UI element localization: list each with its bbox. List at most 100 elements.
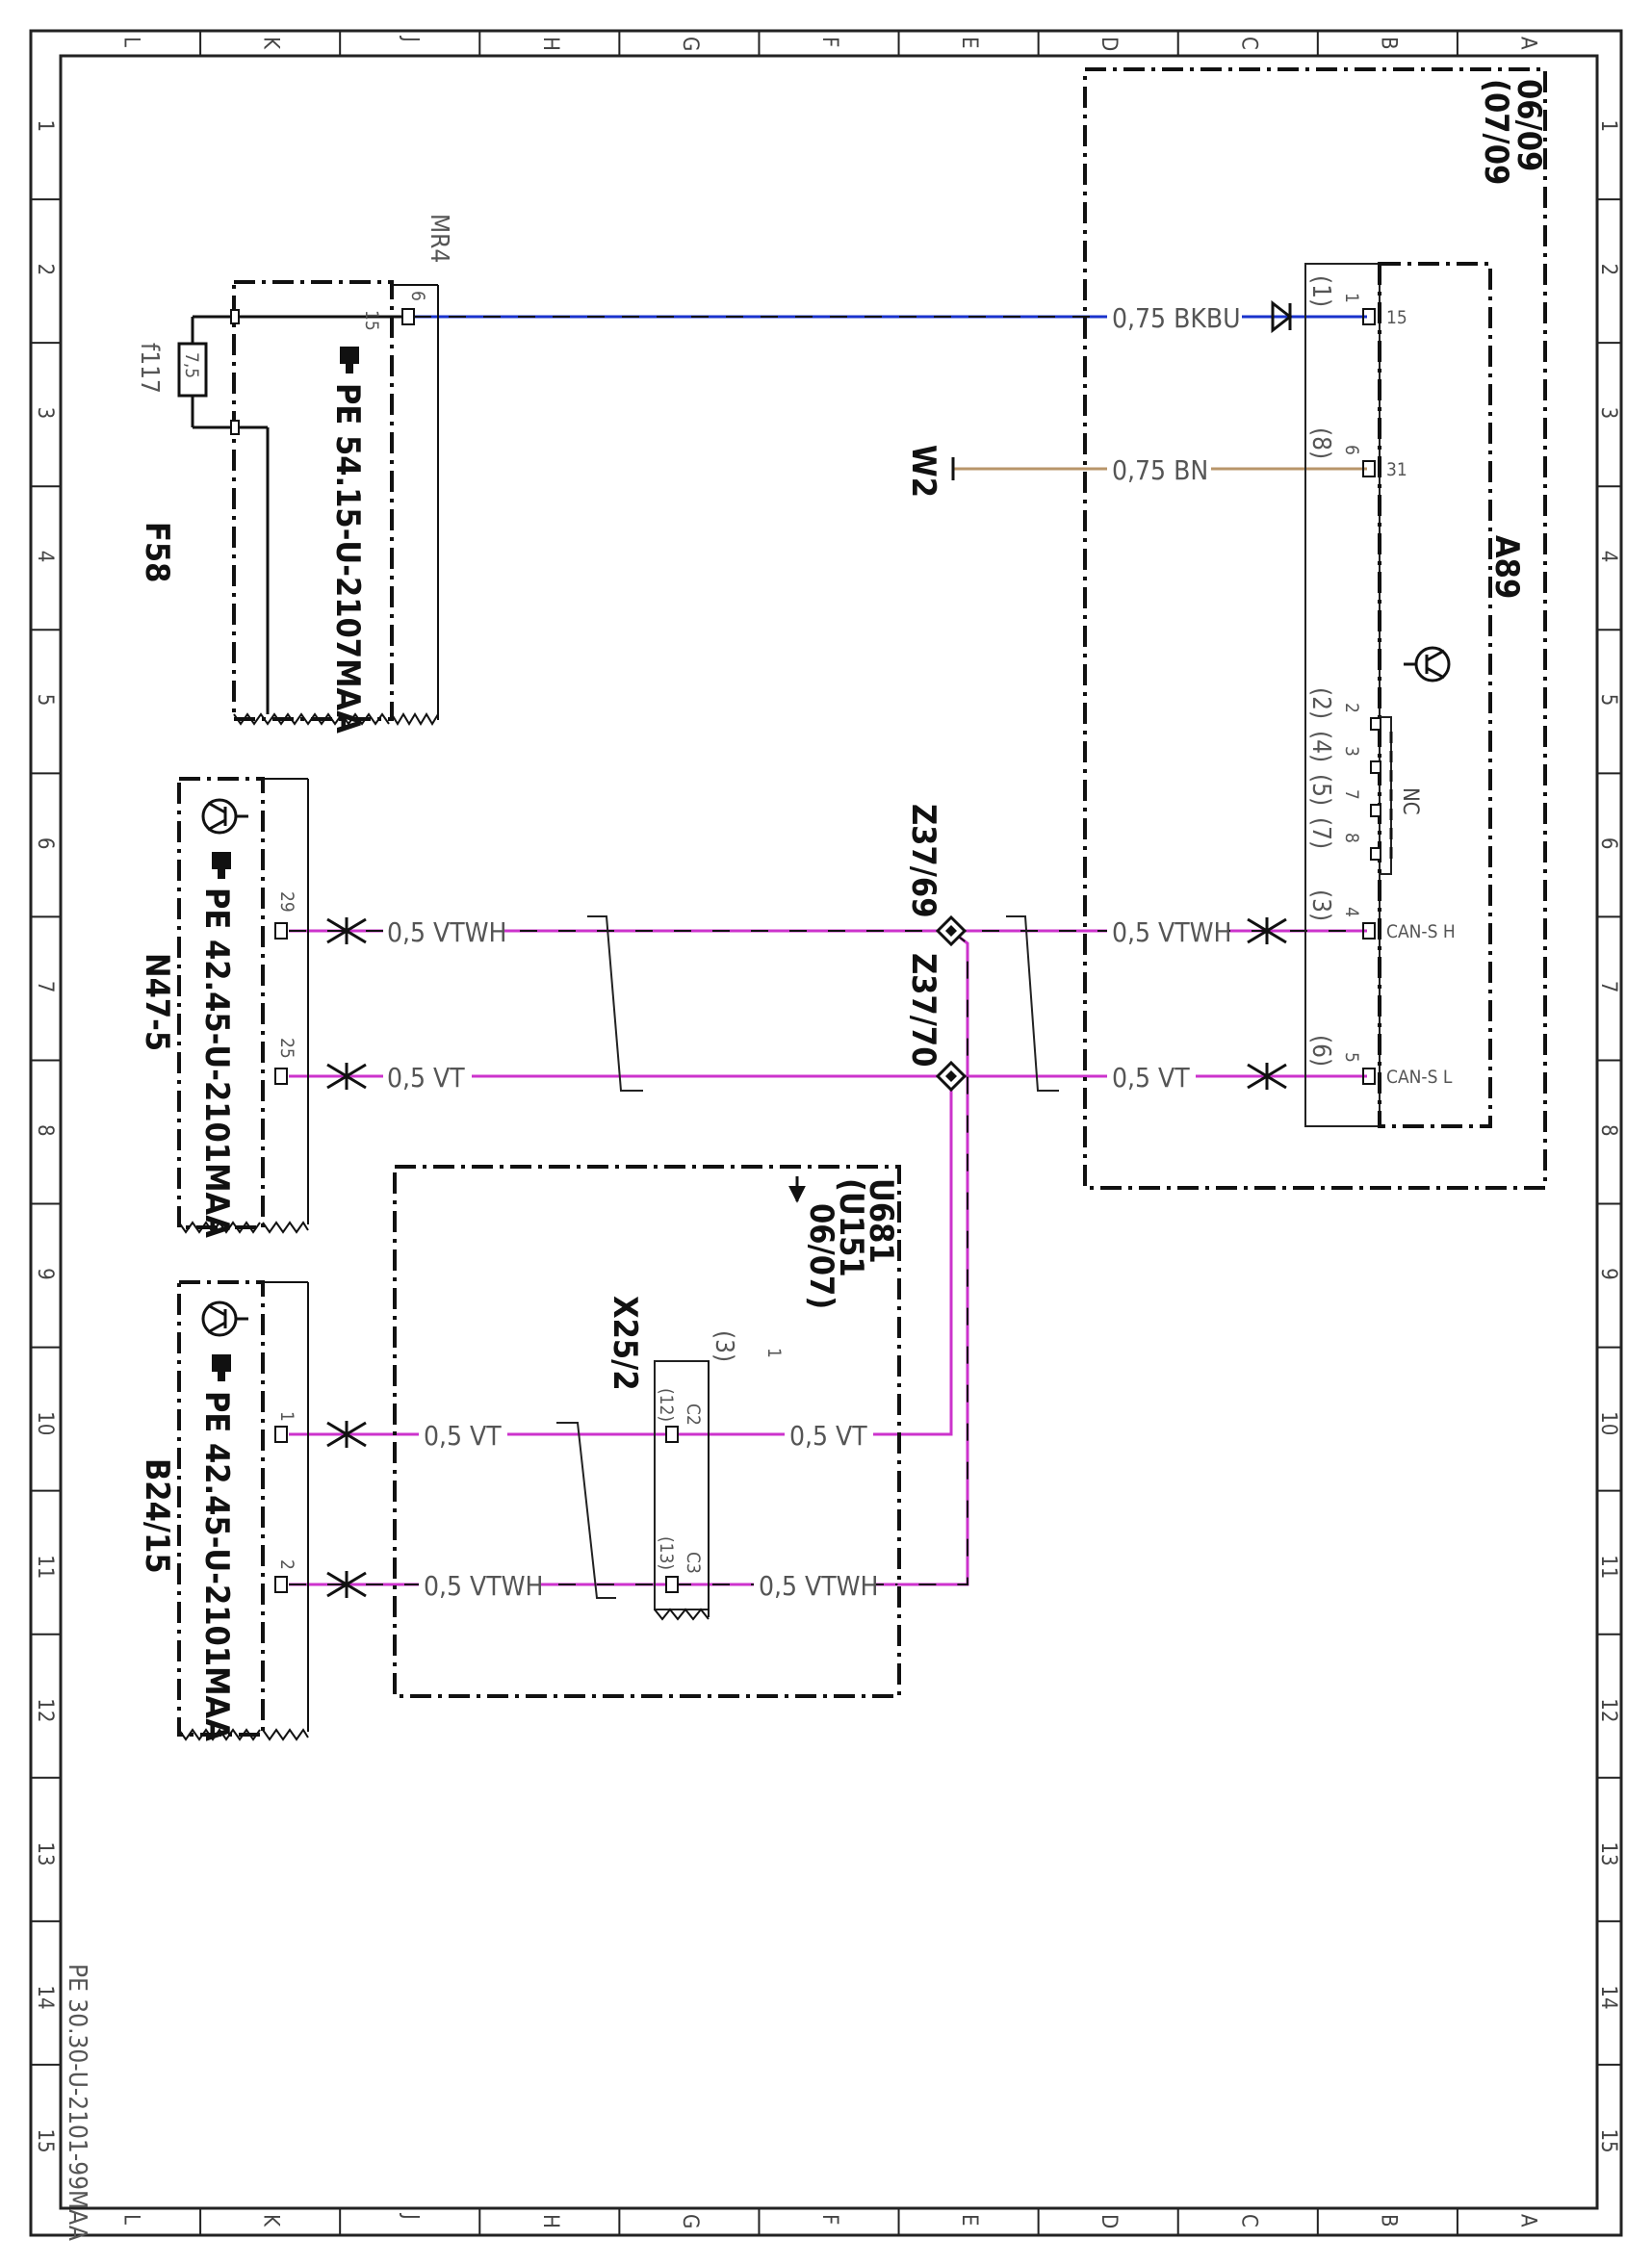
a89-num-6: 6 — [1341, 445, 1362, 455]
z37-70-name: Z37/70 — [904, 953, 942, 1068]
a89-nc-pin-number: 8 — [1341, 833, 1362, 843]
a89-nc-terminal — [1370, 760, 1381, 774]
u681-name: U681 — [862, 1178, 900, 1264]
grid-number-right: 2 — [1596, 264, 1620, 276]
grid-number-left: 10 — [33, 1411, 57, 1435]
a89-nc-pin-number: 7 — [1341, 789, 1362, 800]
a89-paren-6: (6) — [1306, 1035, 1335, 1067]
wire-label-a89-vtwh: 0,5 VTWH — [1112, 916, 1232, 948]
a89-num-1: 1 — [1341, 293, 1362, 303]
splice-z37-69: Z37/69 — [904, 804, 968, 947]
wire-label-b24-vt: 0,5 VT — [424, 1420, 502, 1452]
component-f58: 7,5 f117 F58 15 6 MR4 PE 54.15-U-2107MAA — [135, 214, 453, 734]
n47-pe-ref: PE 42.45-U-2101MAA — [197, 888, 236, 1238]
a89-nc-pin-paren: (4) — [1306, 731, 1335, 762]
a89-nc-pin-paren: (7) — [1306, 817, 1335, 849]
a89-nc-label: NC — [1398, 787, 1422, 815]
fuse-icon — [177, 342, 208, 398]
grid-letter-bottom: G — [678, 2214, 702, 2228]
u681-validity: 06/07) — [802, 1203, 840, 1309]
a89-name: A89 — [1487, 535, 1526, 599]
a89-plug-symbols — [1247, 299, 1293, 1090]
fuse-name: f117 — [135, 343, 164, 394]
a89-outer-boundary — [1083, 67, 1547, 1190]
grid-number-left: 2 — [33, 264, 57, 276]
grid-number-left: 9 — [33, 1268, 57, 1280]
a89-pin-can-l: CAN-S L — [1386, 1067, 1453, 1088]
a89-paren-8: (8) — [1306, 427, 1335, 459]
grid-letter-top: F — [817, 37, 841, 47]
a89-nc-pin-number: 3 — [1341, 746, 1362, 757]
pointing-hand-icon — [212, 852, 231, 879]
a89-terminals — [1362, 308, 1376, 1085]
wire-label-bn: 0,75 BN — [1112, 454, 1208, 486]
grid-letter-bottom: C — [1236, 2214, 1260, 2227]
a89-validity-1: 06/09 — [1510, 79, 1548, 171]
x25-name: X25/2 — [606, 1296, 644, 1391]
f58-boundary — [232, 280, 394, 721]
f58-name: F58 — [138, 522, 176, 582]
f58-pin-15: 15 — [361, 310, 382, 331]
grid-number-left: 6 — [33, 837, 57, 850]
pointing-hand-icon — [340, 347, 359, 373]
grid-number-right: 5 — [1596, 694, 1620, 707]
pointing-hand-icon — [212, 1354, 231, 1381]
x25-c3: C3 — [683, 1552, 704, 1574]
grid-letter-bottom: K — [259, 2214, 283, 2227]
grid-letter-bottom: B — [1376, 2214, 1400, 2227]
f58-conn-name: MR4 — [425, 214, 453, 263]
grid-number-right: 12 — [1596, 1698, 1620, 1722]
grid-letter-top: C — [1236, 37, 1260, 50]
a89-paren-3: (3) — [1306, 889, 1335, 921]
grid-number-right: 9 — [1596, 1268, 1620, 1280]
a89-nc-pin-paren: (5) — [1306, 774, 1335, 806]
a89-nc-pins: 2(2)3(4)7(5)8(7) — [1306, 687, 1381, 861]
grid-letter-bottom: J — [399, 2212, 423, 2220]
x25-pin-1: 1 — [763, 1348, 785, 1358]
wire-label-b24-vtwh: 0,5 VTWH — [424, 1570, 544, 1602]
grid-letter-bottom: D — [1097, 2214, 1121, 2228]
a89-nc-pin-number: 2 — [1341, 703, 1362, 713]
grid-letter-bottom: L — [119, 2214, 143, 2225]
a89-paren-1: (1) — [1306, 275, 1335, 307]
b24-name: B24/15 — [138, 1458, 176, 1574]
b24-boundary — [177, 1280, 265, 1737]
grid-letter-top: L — [119, 37, 143, 47]
grid-number-right: 6 — [1596, 837, 1620, 850]
grid-number-right: 13 — [1596, 1841, 1620, 1866]
grid-letter-top: J — [399, 35, 423, 42]
twist-marker-n47 — [587, 915, 643, 1092]
wire-label-n47-vtwh: 0,5 VTWH — [387, 916, 507, 948]
a89-pin-can-h: CAN-S H — [1386, 921, 1456, 942]
twist-marker-b24 — [556, 1422, 616, 1599]
grid-letter-top: E — [957, 37, 981, 49]
grid-letter-top: G — [678, 37, 702, 51]
n47-boundary — [177, 777, 265, 1229]
transistor-icon — [1404, 646, 1451, 682]
f58-conn-pin-6: 6 — [407, 291, 428, 301]
b24-pin-2: 2 — [276, 1559, 297, 1570]
grid-number-left: 14 — [33, 1985, 57, 2009]
u681-boundary — [393, 1165, 901, 1698]
component-n47-5: PE 42.45-U-2101MAA N47-5 29 25 — [138, 777, 367, 1238]
component-u681: U681 (U151 06/07) — [393, 1165, 901, 1698]
wire-branch-vt — [895, 1076, 953, 1436]
wire-label-x25-vtwh: 0,5 VTWH — [759, 1570, 879, 1602]
grid-letter-bottom: E — [957, 2214, 981, 2227]
twist-marker-a89 — [1006, 915, 1059, 1092]
grid-letter-top: K — [259, 37, 283, 50]
n47-pin-25: 25 — [276, 1038, 297, 1059]
grid-letter-top: D — [1097, 37, 1121, 51]
grid-number-right: 3 — [1596, 407, 1620, 420]
component-x25-2: X25/2 1 (3) C2 (12) C3 (13) — [606, 1296, 785, 1621]
grid-letter-top: B — [1376, 37, 1400, 50]
x25-c3-paren: (13) — [656, 1536, 677, 1570]
splice-z37-70: Z37/70 — [904, 953, 968, 1093]
wire-label-x25-vt: 0,5 VT — [789, 1420, 867, 1452]
transistor-icon — [201, 798, 248, 835]
